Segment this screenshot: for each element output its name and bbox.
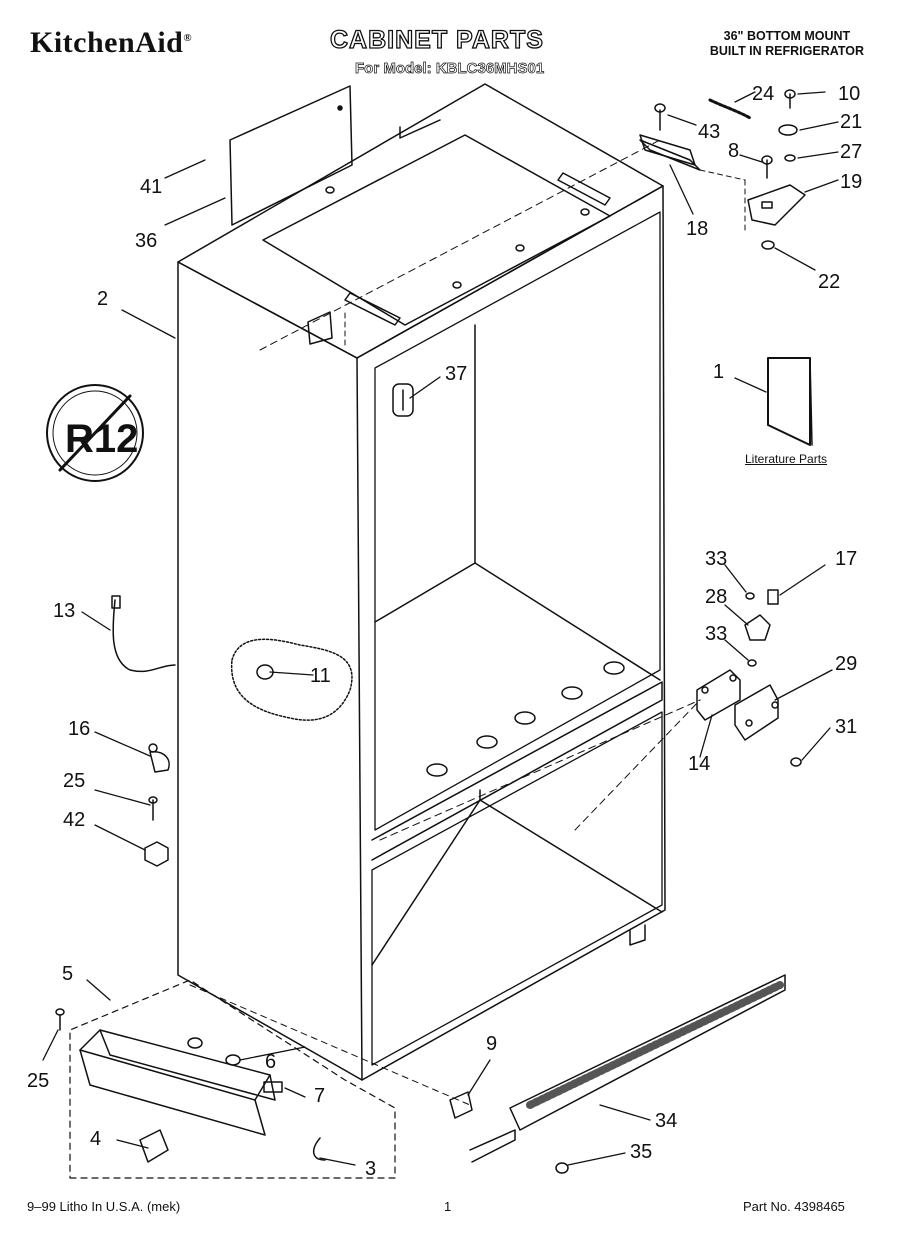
callout-10: 10 <box>838 83 860 105</box>
callout-25-left: 25 <box>63 770 85 792</box>
product-line-1: 36" BOTTOM MOUNT <box>723 29 851 43</box>
brand-registered-mark: ® <box>183 32 193 44</box>
callout-33-lower: 33 <box>705 623 727 645</box>
callout-11: 11 <box>310 665 331 687</box>
footer-part-number: Part No. 4398465 <box>743 1199 845 1214</box>
callout-19: 19 <box>840 171 862 193</box>
callout-36: 36 <box>135 230 157 252</box>
part-11-cutaway <box>231 638 353 721</box>
no-r12-badge <box>46 384 144 482</box>
page-title: CABINET PARTS <box>329 25 544 54</box>
callout-43: 43 <box>698 121 720 143</box>
callout-42: 42 <box>63 809 85 831</box>
leader-lines <box>42 91 839 1166</box>
r12-badge-text: R12 <box>65 417 138 461</box>
callout-34: 34 <box>655 1110 677 1132</box>
callout-6: 6 <box>265 1051 276 1073</box>
cabinet-body <box>177 83 701 1081</box>
left-fasteners <box>144 743 170 867</box>
callout-22: 22 <box>818 271 840 293</box>
callout-3: 3 <box>365 1158 376 1180</box>
grille-rail <box>469 974 786 1163</box>
bottom-hinge-assembly <box>696 589 802 767</box>
callout-13: 13 <box>53 600 75 622</box>
callout-31: 31 <box>835 716 857 738</box>
base-assembly <box>55 979 569 1179</box>
literature-parts-label: Literature Parts <box>745 452 828 466</box>
callout-29: 29 <box>835 653 857 675</box>
brand-name: KitchenAid <box>30 26 184 59</box>
product-description: 36" BOTTOM MOUNT BUILT IN REFRIGERATOR <box>710 29 864 59</box>
top-hinge-assembly <box>639 89 806 250</box>
callout-numbers: 1 2 3 4 5 6 7 8 9 10 11 13 14 16 17 18 1… <box>27 83 862 1180</box>
footer-print-info: 9–99 Litho In U.S.A. (mek) <box>27 1199 181 1214</box>
callout-21: 21 <box>840 111 862 133</box>
footer-page-number: 1 <box>444 1199 452 1214</box>
rear-panel <box>229 85 353 226</box>
callout-28: 28 <box>705 586 727 608</box>
part-37-clip <box>392 383 414 417</box>
callout-41: 41 <box>140 176 162 198</box>
callout-33-upper: 33 <box>705 548 727 570</box>
callout-25-base: 25 <box>27 1070 49 1092</box>
callout-5: 5 <box>62 963 73 985</box>
part-13-tube <box>111 595 176 673</box>
callout-35: 35 <box>630 1141 652 1163</box>
callout-27: 27 <box>840 141 862 163</box>
callout-8: 8 <box>728 140 739 162</box>
callout-1: 1 <box>713 361 724 383</box>
callout-9: 9 <box>486 1033 497 1055</box>
callout-2: 2 <box>97 288 108 310</box>
callout-4: 4 <box>90 1128 101 1150</box>
callout-37: 37 <box>445 363 467 385</box>
callout-18: 18 <box>686 218 708 240</box>
brand-logo: KitchenAid® <box>30 26 192 60</box>
literature-packet <box>767 357 813 446</box>
model-subtitle: For Model: KBLC36MHS01 <box>355 60 545 78</box>
callout-24: 24 <box>752 83 774 105</box>
callout-16: 16 <box>68 718 90 740</box>
callout-14: 14 <box>688 753 710 775</box>
callout-17: 17 <box>835 548 857 570</box>
product-line-2: BUILT IN REFRIGERATOR <box>709 44 864 58</box>
callout-7: 7 <box>314 1085 325 1107</box>
